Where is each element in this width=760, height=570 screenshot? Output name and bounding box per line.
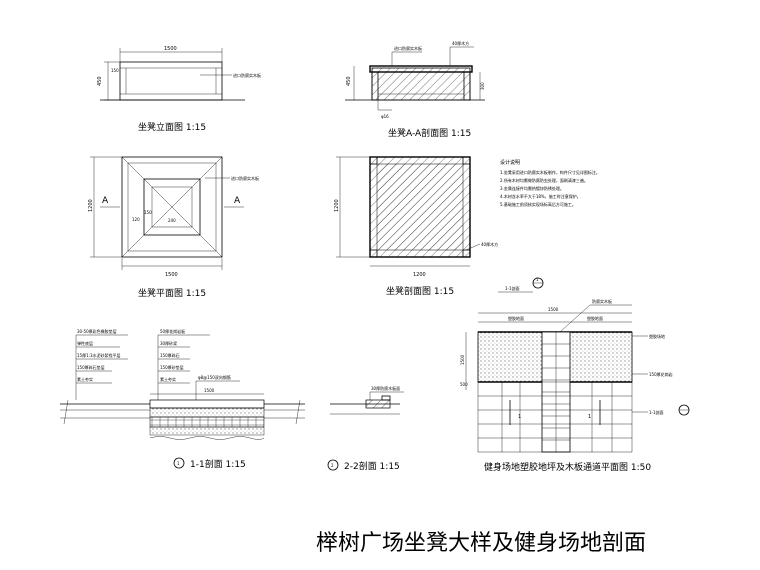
fp-section-mark-1: 1 [518,414,521,420]
fp-section-mark-2: 1 [588,414,591,420]
fp-dim-height: 1500 [460,354,465,365]
design-notes: 设计说明 1.坐凳采用进口防腐实木板制作，构件尺寸见详图标注。 2.所有木材均需… [500,159,600,207]
plan-dim-a: 120 [132,217,140,222]
plan-note: 进口防腐实木板 [231,175,259,181]
s11-label-1: 30-50厚彩色橡胶垫层 [77,328,117,334]
notes-line-5: 5.基础施工前须核实现场标高后方可施工。 [500,201,576,207]
fp-note-r3: 1-1剖面 [649,409,664,415]
section-2-2: 30厚防腐木板面 2 2-2剖面 1:15 [327,385,404,472]
s11-number: 1 [177,461,180,466]
section-plan-note: 40厚木方 [481,241,498,247]
notes-line-1: 1.坐凳采用进口防腐实木板制作，构件尺寸见详图标注。 [500,169,600,175]
s11-caption: 1-1剖面 1:15 [190,458,246,470]
aa-note-bottom: φ16 [381,114,389,119]
s11-right-2: 30厚砂浆 [160,340,177,346]
s22-number: 2 [331,463,334,468]
fp-caption: 健身场地塑胶地坪及木板通道平面图 1:50 [484,461,651,473]
aa-note-right: 40厚木方 [452,40,469,46]
plan-dim-b: 150 [144,210,152,215]
plan-dim-c: 240 [168,218,176,223]
section-plan-caption: 坐凳剖面图 1:15 [386,285,454,297]
fitness-plan: 1 1-1剖面 1500 塑胶地面 塑胶地面 1500 500 [460,277,690,473]
s11-right-1: 50厚花岗岩板 [160,328,185,334]
aa-caption: 坐凳A-A剖面图 1:15 [388,127,471,139]
s22-note: 30厚防腐木板面 [371,385,400,391]
s11-right-3: 150厚碎石 [160,352,180,358]
s11-label-5: 素土夯实 [77,376,93,382]
fp-dim-width: 1500 [548,307,559,312]
elevation-dim-height: 450 [97,76,103,86]
s11-note: φ8@150双向钢筋 [198,374,231,380]
bench-plan: A A 1200 1500 120 150 240 进口防腐实木板 坐凳平面图 … [88,156,259,299]
s22-caption: 2-2剖面 1:15 [344,460,400,472]
fp-note-r2: 150厚花岗岩 [649,371,673,377]
fp-label-left: 塑胶地面 [508,315,524,321]
s11-label-2: 弹性底层 [77,340,93,346]
section-1-1: 30-50厚彩色橡胶垫层 弹性底层 15厚1:3水泥砂浆找平层 150厚碎石垫层… [60,328,305,470]
elevation-dim-width: 1500 [164,46,177,52]
plan-marker-right: A [234,196,241,206]
s11-right-5: 素土夯实 [160,376,176,382]
fp-note-top: 防腐实木板 [592,298,612,304]
elevation-caption: 坐凳立面图 1:15 [138,121,206,133]
fp-marker: 1 [536,277,539,282]
section-plan-dim-height: 1200 [334,199,340,212]
section-plan-dim-width: 1200 [413,272,426,278]
s11-right-4: 150厚砂垫层 [160,364,184,370]
bench-section-aa: 进口防腐实木板 40厚木方 450 300 φ16 坐凳A-A剖面图 1:15 [345,40,485,139]
notes-line-3: 3.金属连接件均需热镀锌防锈处理。 [500,185,564,191]
s11-label-4: 150厚碎石垫层 [77,364,105,370]
fp-marker-label: 1-1剖面 [505,285,520,291]
fp-label-right: 塑胶地面 [587,315,603,321]
bench-elevation: 1500 450 150 进口防腐实木板 坐凳立面图 1:15 [97,46,261,133]
aa-dim-height: 450 [346,76,352,86]
bench-section-plan: 1200 1200 40厚木方 坐凳剖面图 1:15 [334,156,498,297]
fp-note-r1: 塑胶场地 [649,333,665,339]
plan-dim-width: 1500 [165,272,178,278]
elevation-dim-small: 150 [111,68,119,73]
elevation-note: 进口防腐实木板 [233,72,261,78]
plan-dim-height: 1200 [88,199,94,212]
aa-dim-inner: 300 [480,82,485,90]
aa-note-top: 进口防腐实木板 [394,45,422,51]
plan-caption: 坐凳平面图 1:15 [138,288,206,299]
s11-label-3: 15厚1:3水泥砂浆找平层 [77,352,121,358]
notes-line-2: 2.所有木材均需做防腐防虫处理，面刷清漆三遍。 [500,177,588,183]
s11-dim: 1500 [204,388,215,393]
notes-title: 设计说明 [500,159,520,166]
sheet-title: 榉树广场坐凳大样及健身场地剖面 [316,531,646,556]
plan-marker-left: A [102,196,109,206]
fp-dim-small: 500 [460,382,468,387]
notes-line-4: 4.木材含水率不大于18%，施工时注意保护。 [500,193,581,199]
